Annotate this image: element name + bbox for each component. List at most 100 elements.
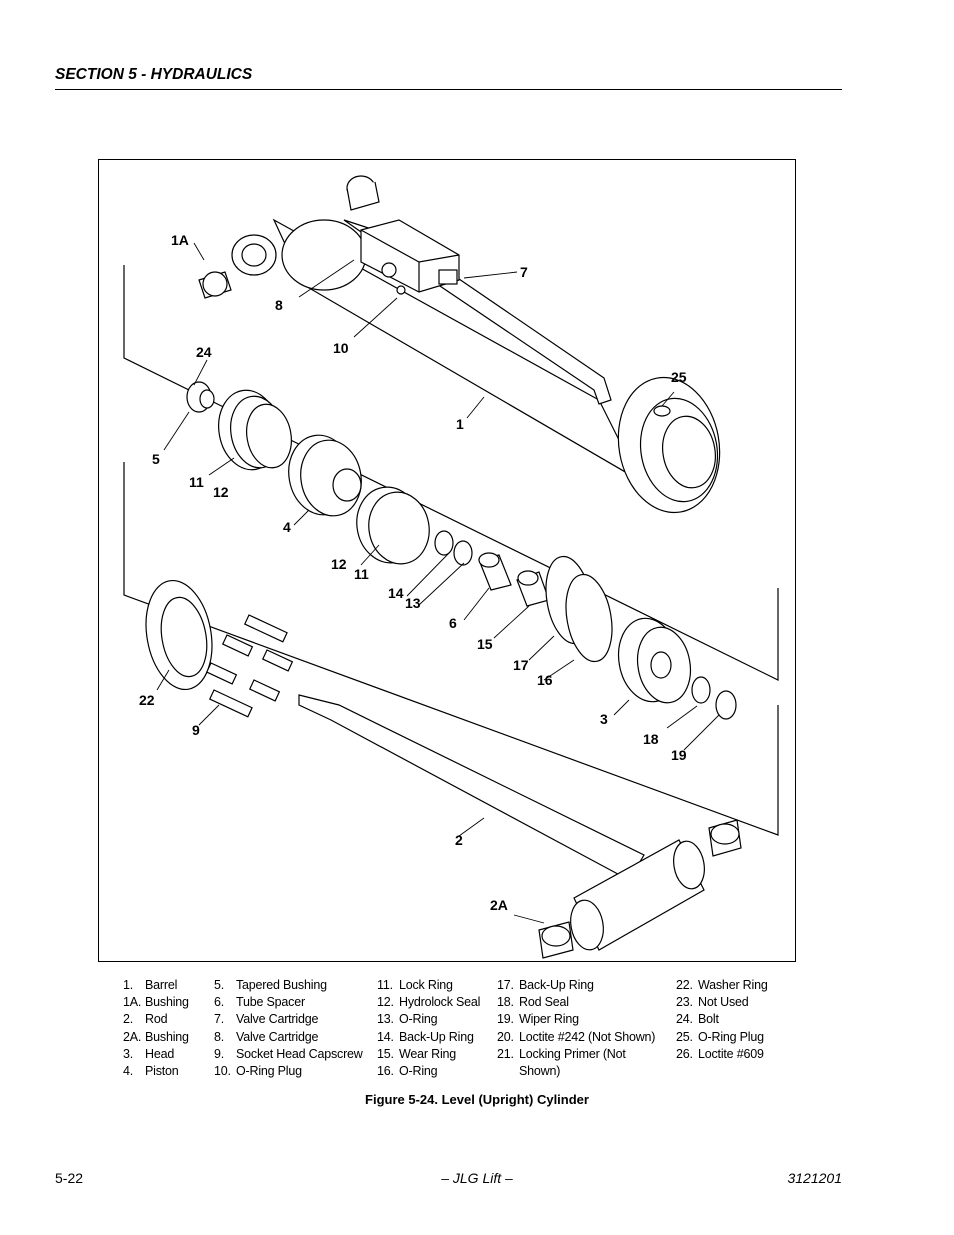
legend-item: 9.Socket Head Capscrew <box>214 1046 363 1063</box>
legend-item: 20.Loctite #242 (Not Shown) <box>497 1029 655 1046</box>
legend-item: 17. Back-Up Ring <box>497 977 655 994</box>
legend-item-name: Tube Spacer <box>236 995 305 1010</box>
callout-10: 10 <box>333 340 349 356</box>
callout-13: 13 <box>405 595 421 611</box>
legend-item-number: 21. <box>497 1046 514 1061</box>
assembly-planes <box>123 265 779 836</box>
legend-item: 23. Not Used <box>676 994 768 1011</box>
callout-14: 14 <box>388 585 404 601</box>
legend-item-number: 13. <box>377 1012 394 1027</box>
barrel-assembly <box>198 175 721 514</box>
legend-item-name: Tapered Bushing <box>236 978 327 992</box>
legend-item-number: 17. <box>497 978 514 992</box>
footer-brand: – JLG Lift – <box>441 1170 513 1186</box>
legend-item-number: 3. <box>123 1046 134 1061</box>
capscrews <box>205 614 294 718</box>
callout-17: 17 <box>513 657 529 673</box>
legend-item: 18. Rod Seal <box>497 994 655 1011</box>
callout-19: 19 <box>671 747 687 763</box>
callout-2A: 2A <box>490 897 508 913</box>
callout-12-upper: 12 <box>213 484 229 500</box>
legend-item-name: Rod <box>145 1012 168 1027</box>
legend-item-number: 22. <box>676 978 693 992</box>
legend-item-number <box>497 1063 519 1080</box>
legend-item-name: Head <box>145 1046 175 1061</box>
callout-12-lower: 12 <box>331 556 347 572</box>
legend-item: 22. Washer Ring <box>676 977 768 994</box>
legend-item: Shown) <box>497 1063 655 1080</box>
callout-25: 25 <box>671 369 687 385</box>
legend-item: 7. Valve Cartridge <box>214 1011 363 1028</box>
legend-item-name: Lock Ring <box>399 978 453 992</box>
legend-item-name: Back-Up Ring <box>399 1029 474 1044</box>
legend-item: 6. Tube Spacer <box>214 994 363 1011</box>
legend-item-number: 6. <box>214 995 225 1010</box>
legend-item: 16. O-Ring <box>377 1063 480 1080</box>
legend-item-number: 7. <box>214 1012 225 1027</box>
legend-item: 5.Tapered Bushing <box>214 977 363 994</box>
section-header: SECTION 5 - HYDRAULICS <box>55 66 253 83</box>
callout-16: 16 <box>537 672 553 688</box>
legend-item-number: 18. <box>497 995 514 1010</box>
legend-item: 1.Barrel <box>123 977 189 994</box>
legend-item-name: Shown) <box>519 1064 561 1079</box>
callout-4: 4 <box>283 519 291 535</box>
rod-assembly <box>145 579 742 959</box>
document-number: 3121201 <box>787 1170 842 1186</box>
legend-item-name: Loctite #609 <box>698 1046 764 1061</box>
exploded-view-figure: 1A 8 7 10 24 25 1 5 11 12 4 12 11 14 13 … <box>98 159 796 962</box>
legend-item-number: 4. <box>123 1064 134 1079</box>
legend-item-number: 24. <box>676 1012 693 1027</box>
legend-item-name: Locking Primer (Not <box>519 1046 626 1061</box>
callout-24: 24 <box>196 344 212 360</box>
callout-1: 1 <box>456 416 464 432</box>
legend-item-number: 26. <box>676 1046 693 1061</box>
figure-caption: Figure 5-24. Level (Upright) Cylinder <box>365 1092 589 1107</box>
legend-item: 15.Wear Ring <box>377 1046 480 1063</box>
legend-item: 13.O-Ring <box>377 1011 480 1028</box>
legend-item-number: 8. <box>214 1029 225 1044</box>
legend-item: 10.O-Ring Plug <box>214 1063 363 1080</box>
legend-item-name: Bushing <box>145 995 189 1010</box>
legend-item-name: Valve Cartridge <box>236 1029 319 1044</box>
legend-item-name: Bushing <box>145 1029 189 1044</box>
legend-item-name: Not Used <box>698 995 749 1010</box>
legend-item-name: Valve Cartridge <box>236 1012 319 1027</box>
legend-item-number: 23. <box>676 995 693 1010</box>
legend-item: 21. Locking Primer (Not <box>497 1046 655 1063</box>
legend-item-name: Rod Seal <box>519 995 569 1010</box>
legend-item-number: 16. <box>377 1064 394 1079</box>
callout-2: 2 <box>455 832 463 848</box>
legend-item-name: O-Ring <box>399 1064 438 1079</box>
legend-item: 4.Piston <box>123 1063 189 1080</box>
legend-item-number: 9. <box>214 1046 225 1061</box>
legend-item-name: Hydrolock Seal <box>399 995 481 1010</box>
legend-item: 19. Wiper Ring <box>497 1011 655 1028</box>
legend-item-name: Washer Ring <box>698 978 768 992</box>
legend-item: 12. Hydrolock Seal <box>377 994 480 1011</box>
legend-item-name: Wear Ring <box>399 1046 457 1061</box>
legend-item: 3. Head <box>123 1046 189 1063</box>
header-divider <box>55 89 842 90</box>
legend-item-number: 11. <box>377 978 393 992</box>
legend-item-name: O-Ring Plug <box>698 1029 764 1044</box>
legend-item-number: 12. <box>377 995 394 1010</box>
callout-6: 6 <box>449 615 457 631</box>
callout-9: 9 <box>192 722 200 738</box>
legend-item-number: 10. <box>214 1064 231 1079</box>
legend-item-number: 2A. <box>123 1029 142 1044</box>
legend-item: 8. Valve Cartridge <box>214 1029 363 1046</box>
legend-item-name: Back-Up Ring <box>519 978 594 992</box>
legend-item: 24.Bolt <box>676 1011 768 1028</box>
legend-item-name: Wiper Ring <box>519 1012 579 1027</box>
legend-item-number: 1A. <box>123 995 142 1010</box>
legend-item-number: 19. <box>497 1012 514 1027</box>
callout-8: 8 <box>275 297 283 313</box>
callout-7: 7 <box>520 264 528 280</box>
legend-item: 2.Rod <box>123 1011 189 1028</box>
legend-column-4: 17. Back-Up Ring 18. Rod Seal 19. Wiper Ring 2… <box>497 977 655 1080</box>
